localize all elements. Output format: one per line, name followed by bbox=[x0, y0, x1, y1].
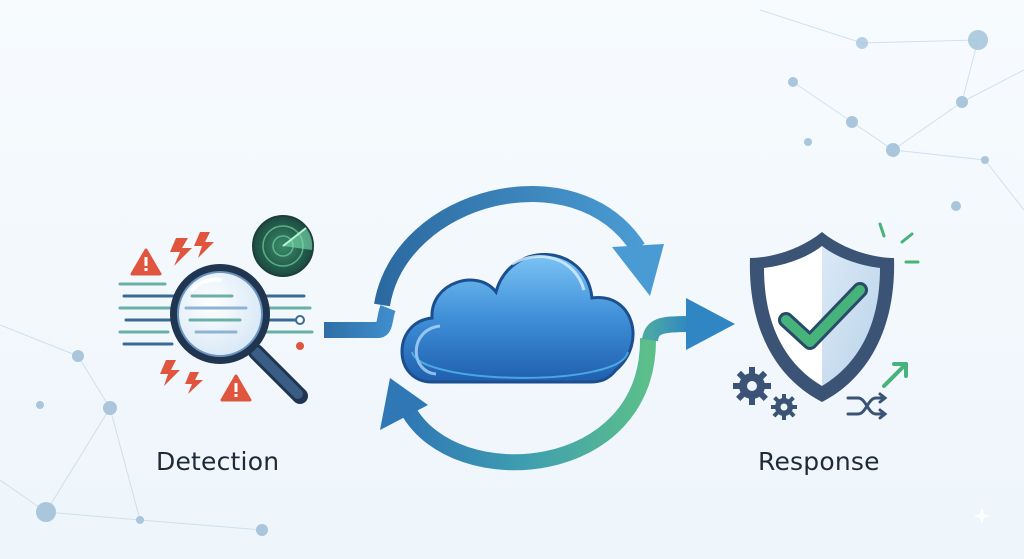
magnifier-icon bbox=[170, 264, 308, 404]
lightning-icon bbox=[160, 232, 214, 394]
gear-icon bbox=[771, 394, 797, 420]
shield-check-icon bbox=[749, 232, 895, 402]
detection-label: Detection bbox=[156, 447, 280, 476]
detection-flow-arrow bbox=[324, 305, 396, 338]
warning-icon bbox=[130, 248, 162, 276]
data-stream-lines bbox=[118, 282, 314, 346]
background-network-nodes bbox=[36, 30, 989, 536]
response-icon-group bbox=[733, 222, 920, 420]
sparkle-accents bbox=[878, 222, 920, 264]
trend-up-icon bbox=[882, 362, 908, 388]
warning-icon bbox=[220, 374, 252, 402]
gear-icon bbox=[733, 367, 771, 405]
cycle-arrow-bottom bbox=[380, 337, 657, 471]
response-label: Response bbox=[758, 447, 880, 476]
background-network bbox=[0, 9, 1024, 531]
response-flow-arrow bbox=[642, 298, 735, 350]
sparkle-star-icon bbox=[974, 508, 990, 524]
cloud-icon bbox=[400, 253, 635, 384]
data-node-alert bbox=[296, 342, 304, 350]
shuffle-icon bbox=[846, 392, 888, 420]
radar-icon bbox=[252, 215, 314, 277]
cycle-arrow-top bbox=[374, 185, 664, 307]
detection-icon-group bbox=[118, 215, 314, 404]
data-node bbox=[295, 315, 305, 325]
